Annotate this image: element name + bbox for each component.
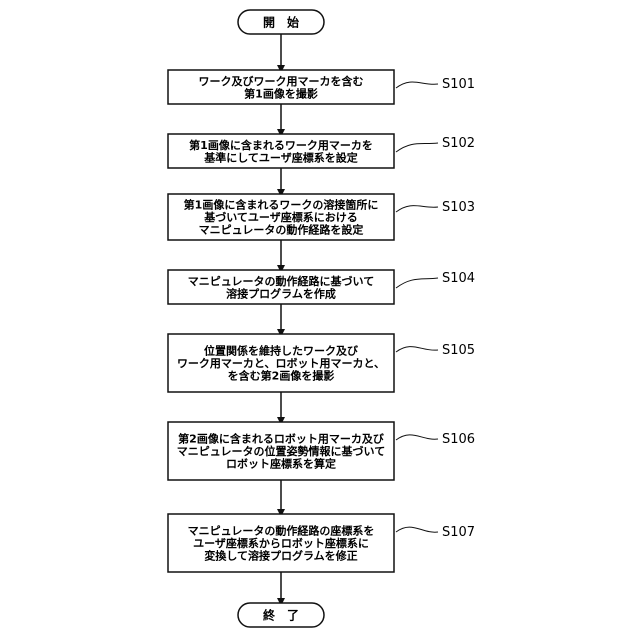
step-text-line: 基準にしてユーザ座標系を設定 [203,150,357,164]
end-label: 終 了 [263,608,299,623]
step-text-line: ワーク及びワーク用マーカを含む [199,74,364,88]
step-leader [396,206,438,212]
step-leader [396,143,438,152]
step-s104: マニピュレータの動作経路に基づいて溶接プログラムを作成 S104 [168,270,475,304]
step-id-label: S104 [442,271,475,286]
step-text-line: マニピュレータの動作経路に基づいて [188,274,374,288]
step-text-line: 位置関係を維持したワーク及び [204,344,359,358]
step-text-line: ワーク用マーカと、ロボット用マーカと、 [177,356,385,370]
step-text-line: ユーザ座標系からロボット座標系に [193,536,369,550]
step-id-label: S106 [442,432,475,447]
step-id-label: S103 [442,200,475,215]
step-leader [396,82,438,88]
step-text-line: マニピュレータの動作経路を設定 [199,223,364,237]
start-terminal: 開 始 [238,10,324,34]
step-text-line: 第1画像に含まれるワーク用マーカを [189,138,373,152]
step-id-label: S102 [442,136,475,151]
step-text-line: を含む第2画像を撮影 [228,369,335,383]
step-text-line: 第1画像を撮影 [244,86,318,100]
step-leader [396,527,438,532]
step-s105: 位置関係を維持したワーク及びワーク用マーカと、ロボット用マーカと、を含む第2画像… [168,334,475,392]
step-s102: 第1画像に含まれるワーク用マーカを基準にしてユーザ座標系を設定 S102 [168,134,475,168]
step-s101: ワーク及びワーク用マーカを含む第1画像を撮影 S101 [168,70,475,104]
step-text-line: ロボット座標系を算定 [226,457,336,471]
step-id-label: S105 [442,343,475,358]
step-text-line: 基づいてユーザ座標系における [203,210,357,224]
end-terminal: 終 了 [238,603,324,627]
step-leader [396,347,438,352]
step-s103: 第1画像に含まれるワークの溶接箇所に基づいてユーザ座標系におけるマニピュレータの… [168,194,475,240]
step-text-line: 第1画像に含まれるワークの溶接箇所に [184,198,379,212]
step-s106: 第2画像に含まれるロボット用マーカ及びマニピュレータの位置姿勢情報に基づいてロボ… [168,422,475,480]
step-s107: マニピュレータの動作経路の座標系をユーザ座標系からロボット座標系に変換して溶接プ… [168,514,475,572]
steps: ワーク及びワーク用マーカを含む第1画像を撮影 S101 第1画像に含まれるワーク用マ… [168,70,475,572]
step-leader [396,435,438,440]
step-text-line: マニピュレータの動作経路の座標系を [188,524,375,538]
step-text-line: 溶接プログラムを作成 [226,286,336,300]
step-id-label: S107 [442,525,475,540]
step-text-line: マニピュレータの位置姿勢情報に基づいて [177,444,385,458]
step-text-line: 変換して溶接プログラムを修正 [204,549,357,563]
step-text-line: 第2画像に含まれるロボット用マーカ及び [178,432,385,446]
step-id-label: S101 [442,77,475,92]
start-label: 開 始 [263,15,299,30]
step-leader [396,278,438,288]
